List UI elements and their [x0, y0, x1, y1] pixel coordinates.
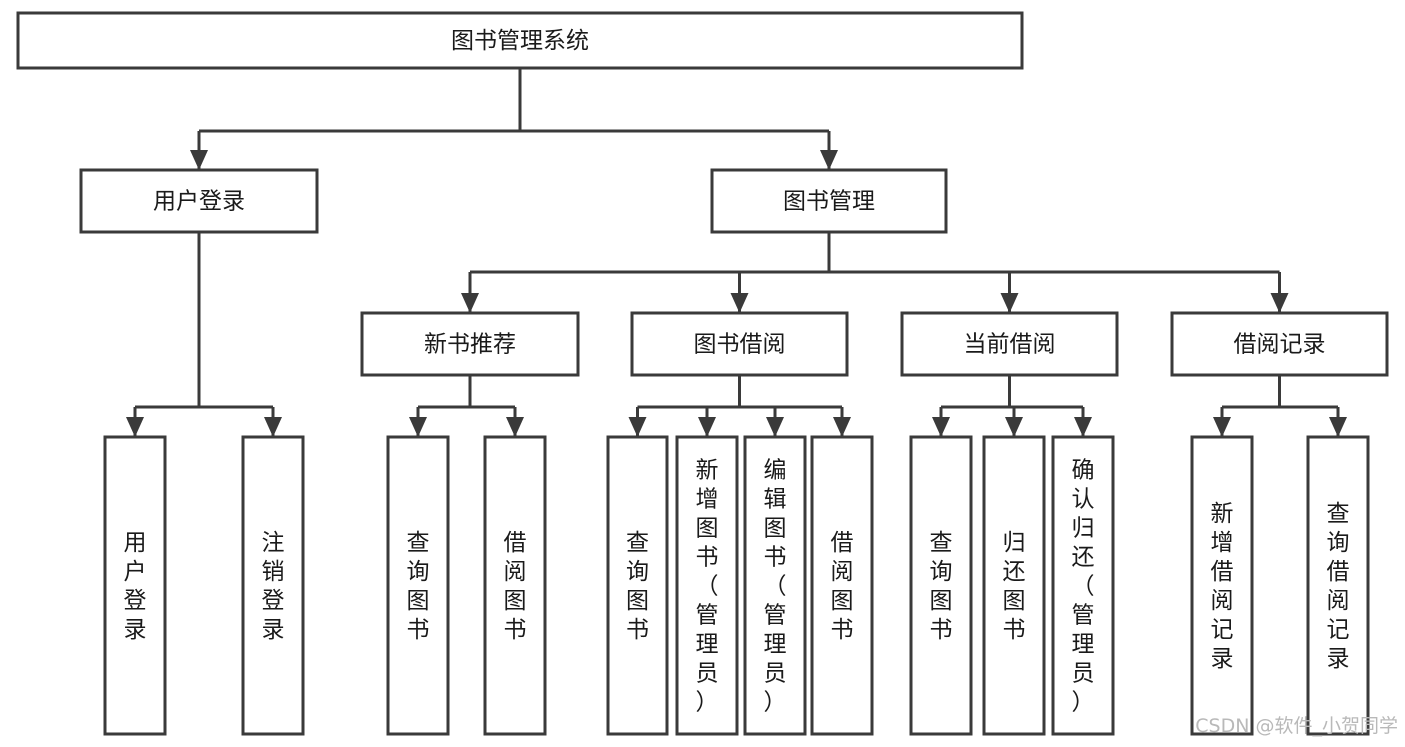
node-box-borrow-record: [1170, 311, 1389, 377]
node-label-new-book-rec: 新书推荐: [424, 332, 516, 358]
node-leaf-query-borrow-record[interactable]: 查询借阅记录: [1306, 435, 1370, 736]
node-box-book-manage: [710, 168, 948, 234]
arrow-head-icon: [126, 417, 144, 437]
node-new-book-rec[interactable]: 新书推荐: [360, 311, 580, 377]
node-label-root: 图书管理系统: [451, 28, 589, 54]
connector-layer: [126, 68, 1347, 437]
node-leaf-add-borrow-record[interactable]: 新增借阅记录: [1190, 435, 1254, 736]
node-label-leaf-return-book: 归还图书: [1003, 530, 1026, 643]
arrow-head-icon: [820, 150, 838, 170]
node-box-new-book-rec: [360, 311, 580, 377]
node-label-book-borrow: 图书借阅: [694, 332, 786, 358]
node-label-leaf-confirm-return-admin: 确认归还（管理员）: [1072, 458, 1095, 716]
node-box-leaf-user-login: [103, 435, 167, 736]
arrow-head-icon: [1329, 417, 1347, 437]
node-layer: 图书管理系统用户登录图书管理新书推荐图书借阅当前借阅借阅记录用户登录注销登录查询…: [16, 11, 1389, 736]
edge-group-current-borrow: [932, 375, 1092, 437]
node-box-user-login: [79, 168, 319, 234]
node-leaf-edit-book-admin[interactable]: 编辑图书（管理员）: [743, 435, 807, 736]
node-label-leaf-borrow-book-1: 借阅图书: [504, 530, 527, 643]
node-label-leaf-query-book-1: 查询图书: [407, 530, 430, 643]
arrow-head-icon: [766, 417, 784, 437]
node-leaf-user-logout[interactable]: 注销登录: [241, 435, 305, 736]
node-leaf-borrow-book-2[interactable]: 借阅图书: [810, 435, 874, 736]
edge-group-user-login: [126, 232, 282, 437]
arrow-head-icon: [833, 417, 851, 437]
node-root[interactable]: 图书管理系统: [16, 11, 1024, 70]
node-box-leaf-query-borrow-record: [1306, 435, 1370, 736]
node-leaf-query-book-3[interactable]: 查询图书: [909, 435, 973, 736]
arrow-head-icon: [1005, 417, 1023, 437]
node-label-leaf-user-logout: 注销登录: [262, 530, 285, 643]
arrow-head-icon: [1074, 417, 1092, 437]
edge-group-book-borrow: [628, 375, 851, 437]
node-box-leaf-return-book: [982, 435, 1046, 736]
arrow-head-icon: [1213, 417, 1231, 437]
node-label-leaf-edit-book-admin: 编辑图书（管理员）: [764, 458, 787, 716]
node-leaf-add-book-admin[interactable]: 新增图书（管理员）: [675, 435, 739, 736]
node-label-borrow-record: 借阅记录: [1234, 332, 1326, 358]
node-box-leaf-add-book-admin: [675, 435, 739, 736]
edge-group-borrow-record: [1213, 375, 1347, 437]
node-leaf-query-book-2[interactable]: 查询图书: [606, 435, 669, 736]
node-box-leaf-query-book-1: [386, 435, 450, 736]
node-label-leaf-user-login: 用户登录: [124, 530, 147, 643]
node-book-manage[interactable]: 图书管理: [710, 168, 948, 234]
node-leaf-confirm-return-admin[interactable]: 确认归还（管理员）: [1051, 435, 1115, 736]
edge-group-root: [190, 68, 838, 170]
node-label-user-login: 用户登录: [153, 189, 245, 215]
node-label-leaf-query-book-2: 查询图书: [626, 530, 649, 643]
node-box-leaf-query-book-2: [606, 435, 669, 736]
node-leaf-query-book-1[interactable]: 查询图书: [386, 435, 450, 736]
arrow-head-icon: [932, 417, 950, 437]
edge-group-new-book-rec: [409, 375, 524, 437]
node-label-leaf-query-borrow-record: 查询借阅记录: [1327, 501, 1350, 672]
node-box-leaf-query-book-3: [909, 435, 973, 736]
arrow-head-icon: [698, 417, 716, 437]
arrow-head-icon: [628, 417, 647, 437]
node-box-leaf-borrow-book-1: [483, 435, 547, 736]
node-box-root: [16, 11, 1024, 70]
node-label-book-manage: 图书管理: [783, 189, 875, 215]
node-box-leaf-borrow-book-2: [810, 435, 874, 736]
arrow-head-icon: [461, 293, 479, 313]
node-label-leaf-add-borrow-record: 新增借阅记录: [1211, 501, 1234, 672]
arrow-head-icon: [264, 417, 282, 437]
node-borrow-record[interactable]: 借阅记录: [1170, 311, 1389, 377]
arrow-head-icon: [190, 150, 208, 170]
node-box-leaf-add-borrow-record: [1190, 435, 1254, 736]
csdn-watermark: CSDN @软件_小贺同学: [1195, 715, 1398, 737]
arrow-head-icon: [409, 417, 427, 437]
node-label-leaf-query-book-3: 查询图书: [930, 530, 953, 643]
node-leaf-user-login[interactable]: 用户登录: [103, 435, 167, 736]
node-leaf-borrow-book-1[interactable]: 借阅图书: [483, 435, 547, 736]
node-box-book-borrow: [630, 311, 849, 377]
edge-group-book-manage: [461, 232, 1289, 313]
arrow-head-icon: [1000, 293, 1019, 313]
node-book-borrow[interactable]: 图书借阅: [630, 311, 849, 377]
node-label-leaf-add-book-admin: 新增图书（管理员）: [696, 458, 719, 716]
node-label-current-borrow: 当前借阅: [964, 332, 1056, 358]
arrow-head-icon: [1270, 293, 1289, 313]
node-label-leaf-borrow-book-2: 借阅图书: [831, 530, 854, 643]
node-box-leaf-confirm-return-admin: [1051, 435, 1115, 736]
node-box-leaf-user-logout: [241, 435, 305, 736]
arrow-head-icon: [506, 417, 524, 437]
node-current-borrow[interactable]: 当前借阅: [900, 311, 1119, 377]
node-user-login[interactable]: 用户登录: [79, 168, 319, 234]
node-leaf-return-book[interactable]: 归还图书: [982, 435, 1046, 736]
node-box-current-borrow: [900, 311, 1119, 377]
arrow-head-icon: [730, 293, 749, 313]
node-box-leaf-edit-book-admin: [743, 435, 807, 736]
